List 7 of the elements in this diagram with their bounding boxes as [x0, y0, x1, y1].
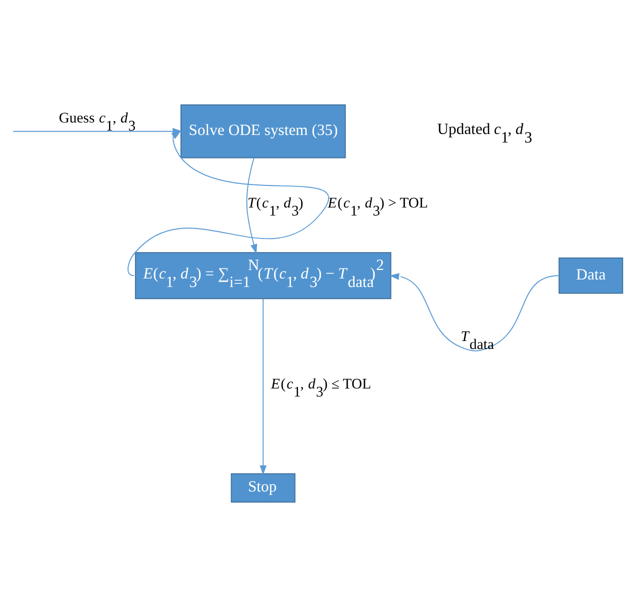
arrow	[260, 298, 267, 475]
arrow	[246, 156, 258, 254]
arrow	[128, 127, 328, 276]
arrow	[389, 272, 560, 351]
node-box: Stop	[230, 472, 296, 502]
node-box: Data	[558, 257, 624, 294]
node-box: Solve ODE system (35)	[180, 104, 346, 158]
